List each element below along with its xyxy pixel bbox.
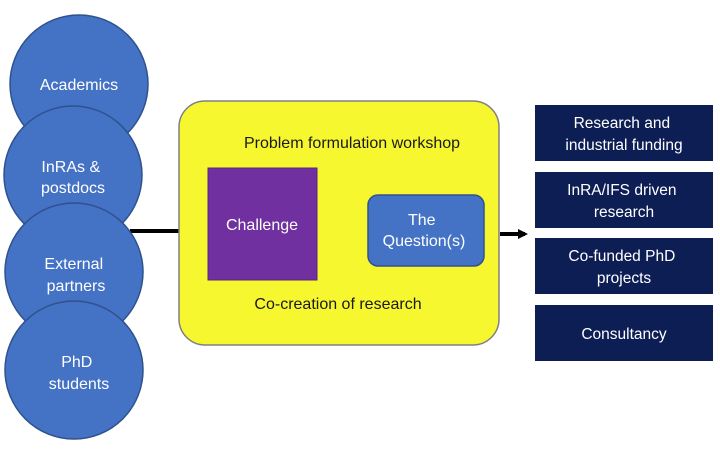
output-consultancy: Consultancy (535, 305, 713, 361)
workshop-box: Problem formulation workshop Challenge T… (178, 100, 500, 346)
output-consultancy-label: Consultancy (581, 326, 667, 343)
stakeholder-phd-students-label: PhD students (49, 354, 109, 393)
output-boxes: Research and industrial funding InRA/IFS… (535, 105, 713, 361)
stakeholder-inras-postdocs: InRAs & postdocs (3, 105, 143, 245)
workshop-title: Problem formulation workshop (244, 135, 460, 152)
stakeholder-phd-students: PhD students (4, 300, 144, 440)
question-box: The Question(s) (367, 194, 485, 267)
stakeholder-circles: Academics InRAs & postdocs External part… (3, 14, 149, 440)
output-inra-ifs-research: InRA/IFS driven research (535, 172, 713, 228)
output-cofunded-phd-label: Co-funded PhD projects (568, 248, 679, 287)
output-inra-ifs-research-label: InRA/IFS driven research (567, 182, 681, 221)
output-research-funding: Research and industrial funding (535, 105, 713, 161)
stakeholder-academics-label: Academics (40, 77, 118, 94)
output-cofunded-phd: Co-funded PhD projects (535, 238, 713, 294)
challenge-box: Challenge (207, 167, 318, 281)
stakeholder-inras-postdocs-label: InRAs & postdocs (41, 159, 105, 197)
workshop-footer: Co-creation of research (254, 296, 421, 313)
challenge-label: Challenge (226, 217, 298, 234)
output-research-funding-label: Research and industrial funding (565, 115, 682, 154)
stakeholder-external-partners-label: External partners (44, 256, 107, 295)
stakeholder-external-partners: External partners (4, 202, 144, 342)
question-label: The Question(s) (383, 212, 466, 250)
